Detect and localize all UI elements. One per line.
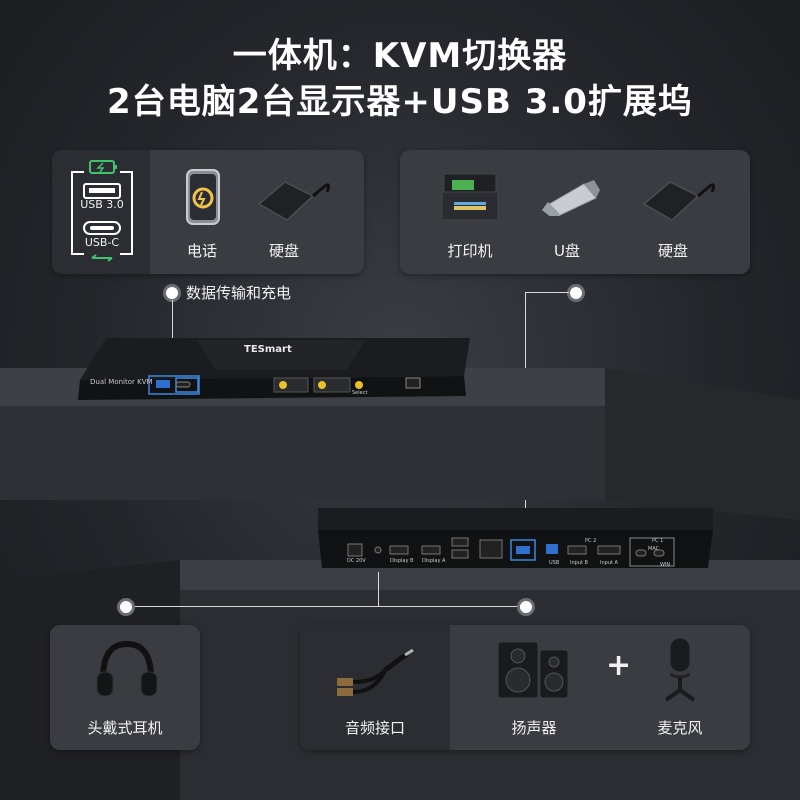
rear-label-display-a: Display A — [422, 558, 446, 564]
microphone-icon — [664, 637, 696, 702]
hard-drive-icon — [642, 181, 716, 221]
hard-drive-label-2: 硬盘 — [657, 242, 688, 260]
connector-line — [525, 292, 569, 293]
title-line-2: 2台电脑2台显示器+USB 3.0扩展坞 — [107, 82, 693, 122]
headphones-label: 头戴式耳机 — [87, 719, 163, 737]
phone-label: 电话 — [186, 242, 217, 260]
connector-dot — [567, 284, 585, 302]
usb3-port-label: USB 3.0 — [80, 198, 124, 211]
printer-icon — [441, 173, 499, 221]
title-line-1: 一体机：KVM切换器 — [232, 36, 568, 76]
rear-label-pc1: PC 1 — [652, 538, 664, 544]
audio-splitter-icon — [337, 648, 414, 696]
data-charge-caption: 数据传输和充电 — [186, 284, 292, 302]
microphone-label: 麦克风 — [657, 719, 703, 737]
rear-label-usb: USB — [549, 560, 560, 566]
speakers-label: 扬声器 — [511, 719, 557, 737]
front-brand: TESmart — [244, 344, 292, 355]
connector-line — [378, 572, 379, 606]
usbc-port-label: USB-C — [84, 236, 120, 249]
usb-drive-icon — [542, 180, 600, 216]
usb-ports-icon — [71, 160, 133, 262]
hard-drive-icon — [257, 181, 331, 221]
headphones-icon — [96, 640, 158, 697]
speakers-icon — [497, 641, 569, 699]
front-model-text: Dual Monitor KVM — [90, 378, 153, 386]
hard-drive-label: 硬盘 — [268, 242, 299, 260]
rear-label-win: WIN — [660, 562, 671, 568]
audio-interface-label: 音频接口 — [344, 719, 405, 737]
rear-label-dc: DC 20V — [347, 558, 366, 564]
rear-label-pc2: PC 2 — [585, 538, 597, 544]
connector-line — [125, 606, 525, 607]
rear-label-input-a: Input A — [600, 560, 618, 566]
rear-label-input-b: Input B — [570, 560, 588, 566]
phone-icon — [186, 169, 220, 225]
audio-splitter-cell — [300, 625, 450, 750]
rear-label-display-b: Display B — [390, 558, 414, 564]
select-button-label: Select — [352, 390, 368, 396]
kvm-front-device — [78, 338, 470, 400]
kvm-rear-device — [318, 508, 713, 568]
printer-label: 打印机 — [447, 242, 493, 260]
connector-line — [172, 300, 173, 372]
rear-label-mac: MAC — [648, 546, 660, 552]
usb-drive-label: U盘 — [554, 242, 580, 260]
plus-sign: + — [606, 648, 632, 683]
connector-dot — [517, 598, 535, 616]
connector-dot — [117, 598, 135, 616]
